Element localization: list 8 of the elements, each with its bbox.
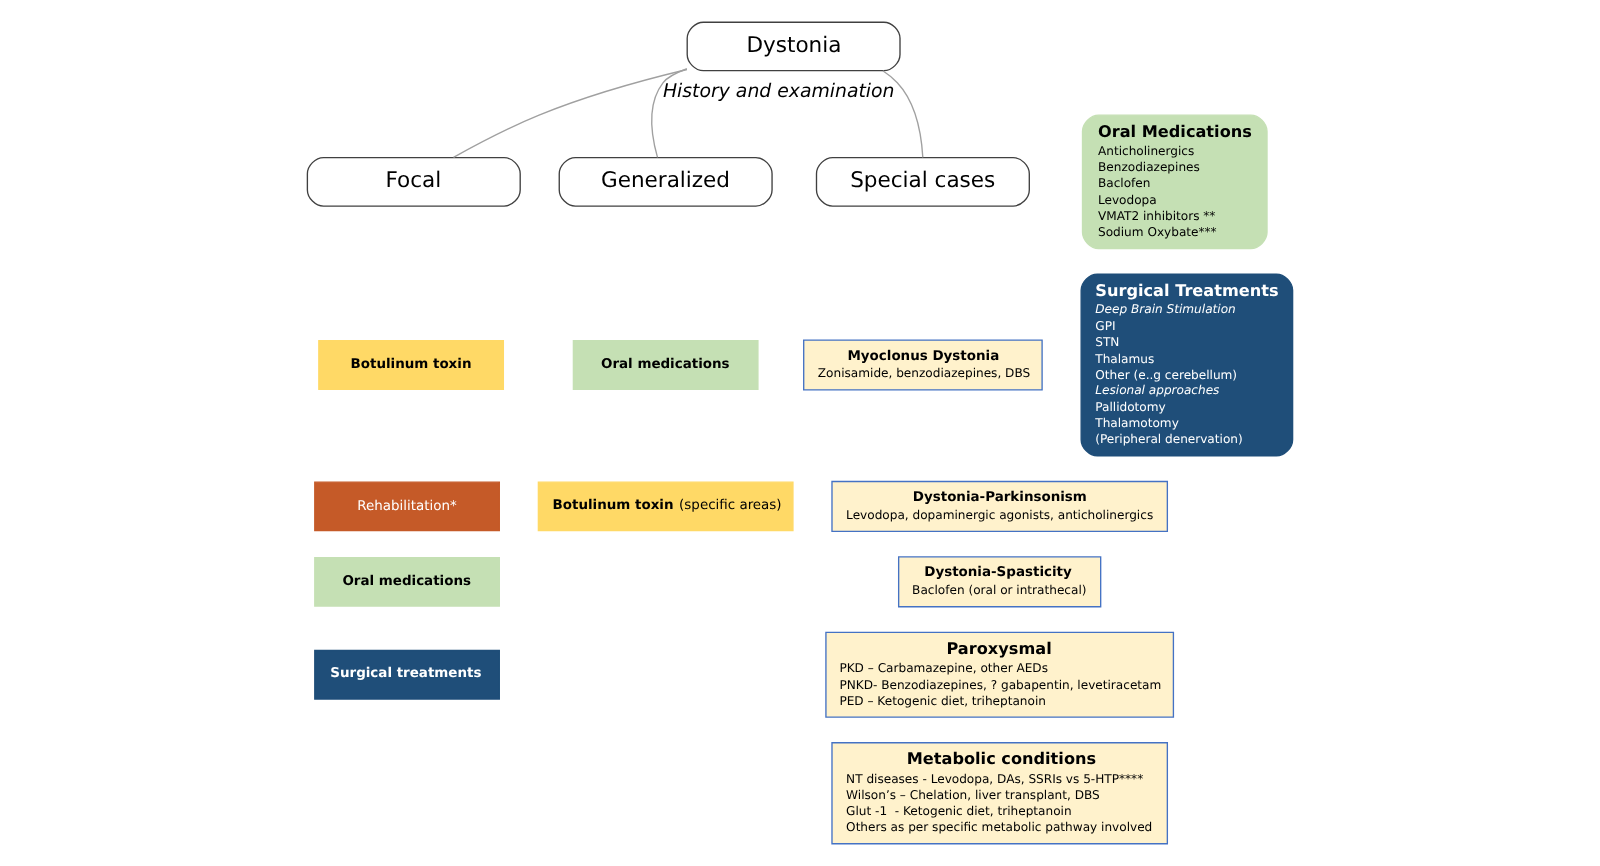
connector <box>882 70 924 159</box>
node-box: Special cases <box>815 156 1030 207</box>
node-box: Dystonia <box>686 21 901 72</box>
node-box: Generalized <box>558 156 773 207</box>
edge-label: History and examination <box>662 80 895 103</box>
connector <box>651 68 688 159</box>
node-box: Focal <box>306 156 521 207</box>
connector <box>452 68 688 158</box>
